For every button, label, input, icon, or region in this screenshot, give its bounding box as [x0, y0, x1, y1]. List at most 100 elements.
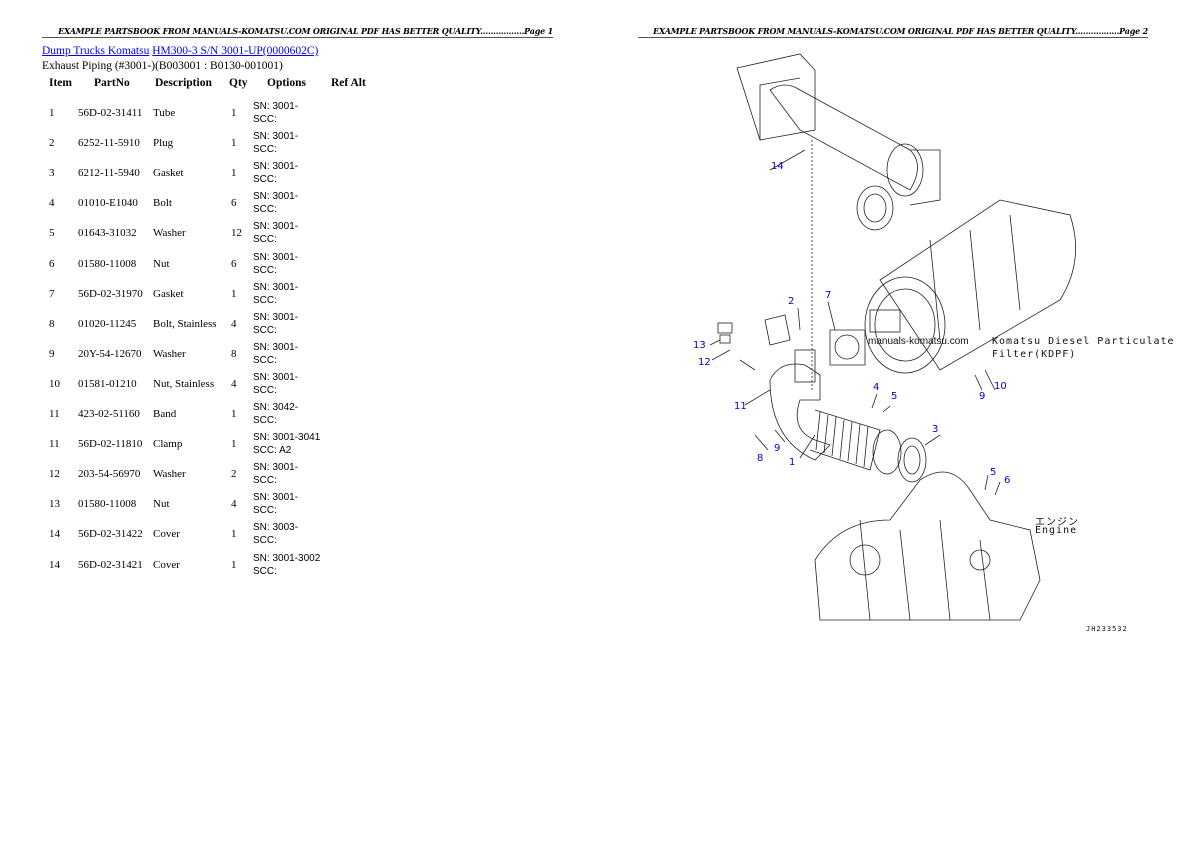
engine-label: Engine	[1035, 525, 1078, 536]
item-number: 8	[49, 317, 55, 330]
header-description: Description	[155, 77, 212, 89]
callout-11: 11	[734, 401, 747, 412]
page-header-2: EXAMPLE PARTSBOOK FROM MANUALS-KOMATSU.C…	[638, 26, 1148, 38]
item-number: 12	[49, 468, 60, 481]
options: SN: 3001-SCC:	[253, 281, 298, 307]
diagram-drawing	[709, 53, 1076, 621]
quantity: 12	[231, 227, 242, 240]
options: SN: 3001-SCC:	[253, 130, 298, 156]
quantity: 4	[231, 377, 237, 390]
item-number: 11	[49, 438, 60, 451]
options-sn: SN: 3001-	[253, 462, 299, 474]
page-subtitle: Exhaust Piping (#3001-)(B003001 : B0130-…	[42, 60, 283, 72]
engine-label-jp: エンジン	[1035, 517, 1079, 528]
breadcrumb-category-link[interactable]: Dump Trucks Komatsu	[42, 45, 150, 57]
part-number: 6252-11-5910	[78, 137, 140, 150]
item-number: 7	[49, 287, 55, 300]
header-item: Item	[49, 77, 72, 89]
quantity: 2	[231, 468, 237, 481]
options-scc: SCC:	[253, 264, 277, 276]
part-number: 56D-02-11810	[78, 438, 143, 451]
header-qty: Qty	[229, 77, 248, 89]
item-number: 10	[49, 377, 60, 390]
item-number: 3	[49, 167, 55, 180]
description: Gasket	[153, 167, 184, 180]
options-sn: SN: 3042-	[253, 402, 299, 413]
part-number: 56D-02-31421	[78, 558, 143, 571]
breadcrumb: Dump Trucks Komatsu HM300-3 S/N 3001-UP(…	[42, 45, 318, 57]
options-sn: SN: 3001-	[253, 191, 299, 203]
callout-13: 13	[693, 340, 706, 351]
options-scc: SCC:	[253, 505, 277, 517]
item-number: 14	[49, 528, 60, 541]
quantity: 1	[231, 137, 237, 150]
part-number: 56D-02-31411	[78, 107, 143, 119]
options-sn: SN: 3001-	[253, 221, 299, 233]
description: Bolt, Stainless	[153, 317, 217, 330]
options-scc: SCC:	[253, 535, 277, 547]
options: SN: 3003-SCC:	[253, 521, 298, 547]
page-header-1: EXAMPLE PARTSBOOK FROM MANUALS-KOMATSU.C…	[42, 26, 553, 38]
callout-5b: 5	[990, 467, 997, 478]
options-sn: SN: 3001-	[253, 311, 299, 323]
description: Cover	[153, 558, 180, 571]
dpf-label-2: Filter(KDPF)	[992, 349, 1077, 360]
quantity: 6	[231, 197, 237, 210]
options: SN: 3001-SCC:	[253, 220, 298, 246]
options: SN: 3001-SCC:	[253, 461, 298, 487]
options-scc: SCC:	[253, 174, 277, 186]
part-number: 01643-31032	[78, 227, 137, 240]
callout-6: 6	[1004, 475, 1011, 486]
options-sn: SN: 3001-	[253, 281, 299, 293]
options: SN: 3001-SCC:	[253, 341, 298, 367]
quantity: 1	[231, 287, 237, 300]
options-scc: SCC:	[253, 294, 277, 306]
description: Band	[153, 408, 177, 420]
options: SN: 3001-SCC:	[253, 491, 298, 517]
quantity: 4	[231, 498, 237, 511]
options: SN: 3001-SCC:	[253, 311, 298, 337]
description: Nut, Stainless	[153, 377, 215, 390]
breadcrumb-model-link[interactable]: HM300-3 S/N 3001-UP(0000602C)	[152, 45, 319, 57]
options-scc: SCC:	[253, 144, 277, 156]
part-number: 20Y-54-12670	[78, 347, 142, 360]
options-scc: SCC:	[253, 384, 277, 396]
description: Cover	[153, 528, 180, 541]
options: SN: 3001-SCC:	[253, 190, 298, 216]
part-number: 56D-02-31422	[78, 528, 143, 541]
quantity: 4	[231, 317, 237, 330]
description: Washer	[153, 468, 186, 481]
options-scc: SCC:	[253, 114, 277, 125]
options-sn: SN: 3001-	[253, 131, 299, 143]
options-scc: SCC:	[253, 324, 277, 336]
callout-1: 1	[789, 457, 796, 468]
dpf-label-1: Komatsu Diesel Particulate	[992, 336, 1175, 347]
options-scc: SCC:	[253, 234, 277, 246]
options-sn: SN: 3001-	[253, 101, 299, 112]
callout-4: 4	[873, 382, 880, 393]
options: SN: 3001-SCC:	[253, 371, 298, 397]
part-number: 01580-11008	[78, 257, 137, 270]
options-scc: SCC:	[253, 204, 277, 216]
options-sn: SN: 3003-	[253, 522, 299, 534]
callout-2: 2	[788, 296, 795, 307]
part-number: 6212-11-5940	[78, 167, 140, 180]
description: Nut	[153, 257, 170, 270]
description: Washer	[153, 347, 186, 360]
options-sn: SN: 3001-	[253, 341, 299, 353]
quantity: 1	[231, 438, 237, 451]
quantity: 1	[231, 558, 237, 571]
options-sn: SN: 3001-	[253, 161, 299, 173]
